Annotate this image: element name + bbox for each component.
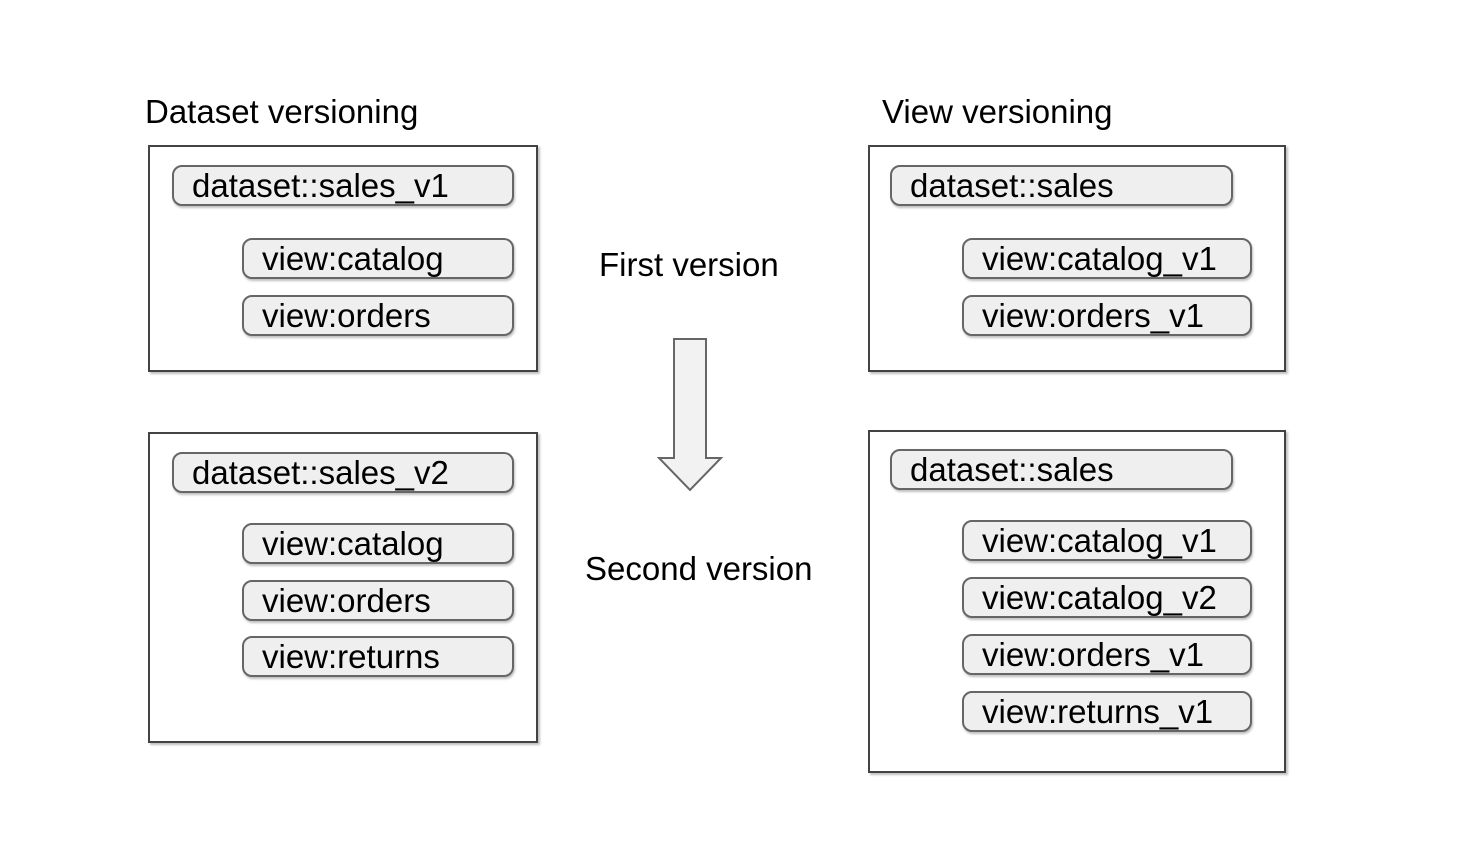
view-versioning-title: View versioning	[882, 93, 1113, 130]
view-chip: view:catalog_v1	[962, 238, 1252, 279]
view-chip-label: view:orders	[262, 582, 431, 619]
view-chip-label: view:catalog	[262, 525, 444, 562]
view-chip: view:catalog	[242, 238, 514, 279]
second-version-label: Second version	[585, 550, 813, 587]
dataset-chip-label: dataset::sales	[910, 451, 1114, 488]
view-chip-label: view:catalog_v1	[982, 522, 1217, 559]
dataset-versioning-title: Dataset versioning	[145, 93, 419, 130]
view-versioning-second-panel: dataset::sales view:catalog_v1 view:cata…	[868, 430, 1286, 773]
dataset-chip: dataset::sales	[890, 165, 1233, 206]
view-chip-label: view:catalog	[262, 240, 444, 277]
dataset-chip-label: dataset::sales	[910, 167, 1114, 204]
dataset-chip: dataset::sales_v1	[172, 165, 514, 206]
view-chip: view:orders_v1	[962, 295, 1252, 336]
view-chip: view:returns_v1	[962, 691, 1252, 732]
dataset-chip-label: dataset::sales_v2	[192, 454, 449, 491]
dataset-chip: dataset::sales_v2	[172, 452, 514, 493]
view-chip: view:returns	[242, 636, 514, 677]
dataset-versioning-v2-panel: dataset::sales_v2 view:catalog view:orde…	[148, 432, 538, 743]
first-version-label: First version	[599, 246, 779, 283]
view-chip-label: view:orders_v1	[982, 636, 1204, 673]
dataset-chip-label: dataset::sales_v1	[192, 167, 449, 204]
view-chip: view:catalog	[242, 523, 514, 564]
dataset-versioning-v1-panel: dataset::sales_v1 view:catalog view:orde…	[148, 145, 538, 372]
view-chip-label: view:orders_v1	[982, 297, 1204, 334]
view-chip-label: view:orders	[262, 297, 431, 334]
view-versioning-first-panel: dataset::sales view:catalog_v1 view:orde…	[868, 145, 1286, 372]
view-chip: view:catalog_v1	[962, 520, 1252, 561]
view-chip: view:orders	[242, 295, 514, 336]
view-chip: view:catalog_v2	[962, 577, 1252, 618]
view-chip: view:orders	[242, 580, 514, 621]
view-chip-label: view:returns	[262, 638, 440, 675]
view-chip: view:orders_v1	[962, 634, 1252, 675]
view-chip-label: view:catalog_v1	[982, 240, 1217, 277]
down-block-arrow-icon	[656, 337, 724, 493]
dataset-chip: dataset::sales	[890, 449, 1233, 490]
view-chip-label: view:returns_v1	[982, 693, 1214, 730]
view-chip-label: view:catalog_v2	[982, 579, 1217, 616]
